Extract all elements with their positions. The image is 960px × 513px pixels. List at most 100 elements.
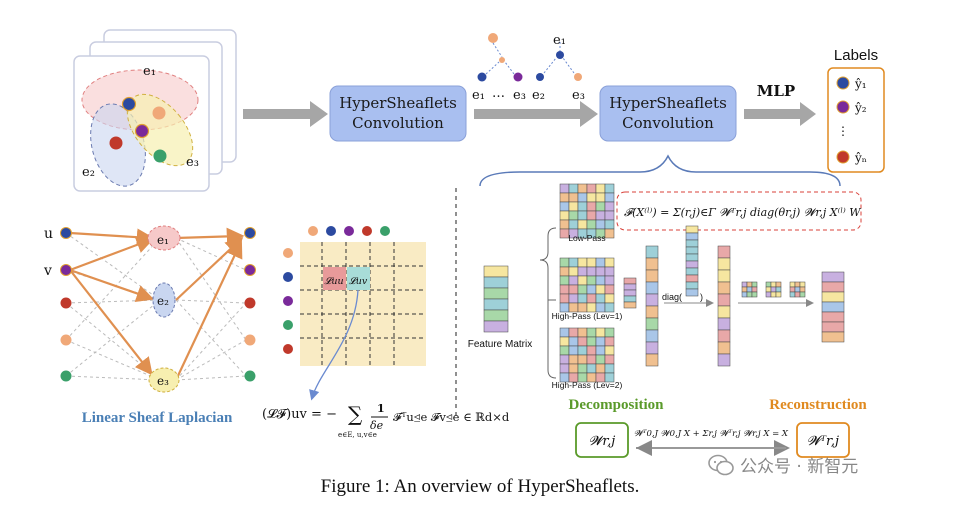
low-pass-cell [604,183,615,194]
small-graphs: e₁ … e₃ e₁ e₂ e₃ [472,33,585,103]
high-pass-2-cell [586,354,597,365]
lap-node-label: v [43,263,52,279]
output-column-cell [821,271,845,283]
hg-edge-label: e₂ [82,165,95,180]
low-pass-cell [577,210,588,221]
column-cell [645,353,659,367]
mini-grid-cell [794,281,801,288]
watermark-text: 公众号 · 新智元 [740,457,859,477]
high-pass-2-cell [604,345,615,356]
high-pass-1-cell [568,275,579,286]
low-pass-label: Low-Pass [568,233,605,243]
high-pass-2-cell [595,354,606,365]
small-graph-label: e₃ [572,88,585,103]
low-pass-cell [595,183,606,194]
high-pass-2-cell [577,363,588,374]
output-column-cell [821,321,845,333]
formula-rhs: 𝓕ᵀu⊴e 𝓕v⊴e ∈ ℝd×d [393,410,510,424]
low-pass-cell [595,201,606,212]
low-pass-cell [559,219,570,230]
low-pass-cell [595,219,606,230]
column-cell [685,225,699,234]
column-cell [685,281,699,290]
formula-frac-num: 1 [377,402,385,415]
labels-panel: Labels ŷ₁ ŷ₂ ⋮ ŷₙ [827,47,885,173]
mini-grid-cell [770,286,777,293]
high-pass-1-cell [586,266,597,277]
high-pass-1-cell [586,293,597,304]
flow-arrow [474,101,598,127]
high-pass-2-cell [586,327,597,338]
low-pass-cell [559,192,570,203]
mini-grid-cell [751,291,758,298]
mini-grid-cell [746,291,753,298]
hg-node-green [153,149,167,163]
feature-matrix-cell [483,320,509,333]
expand-brace [479,154,841,187]
diag-close: ) [700,292,703,302]
column-cell [645,341,659,355]
mini-grid-cell [751,281,758,288]
high-pass-2-cell [604,363,615,374]
mini-column-cell [623,289,637,297]
low-pass-cell [577,219,588,230]
conv-box-line2: Convolution [622,114,714,132]
high-pass-1-cell [586,257,597,268]
high-pass-1-cell [559,284,570,295]
high-pass-2-cell [604,336,615,347]
small-graph-label: e₂ [532,88,545,103]
high-pass-1-cell [577,293,588,304]
mini-grid-cell [789,286,796,293]
low-pass-cell [604,219,615,230]
high-pass-2-cell [586,363,597,374]
mini-grid-cell [746,286,753,293]
high-pass-1-cell [604,284,615,295]
labels-title: Labels [834,47,878,64]
high-pass-1-cell [568,266,579,277]
column-cell [717,281,731,295]
high-pass-1-cell [559,266,570,277]
column-cell [685,267,699,276]
low-pass-cell [577,201,588,212]
column-cell [717,245,731,259]
column-cell [685,232,699,241]
high-pass-1-cell [595,293,606,304]
low-pass-cell [568,192,579,203]
high-pass-2-cell [604,354,615,365]
low-pass-cell [586,219,597,230]
low-pass-cell [604,201,615,212]
high-pass-1-cell [586,275,597,286]
output-column-cell [821,281,845,293]
decomposition-label: Decomposition [569,397,665,413]
flow-arrow [243,101,328,127]
high-pass-1-cell [559,293,570,304]
high-pass-1-cell [559,275,570,286]
high-pass-1-cell [595,275,606,286]
high-pass-2-cell [568,363,579,374]
mini-grid-cell [775,291,782,298]
formula-sum-sub: e∈E, u,v∈e [338,431,377,439]
low-pass-cell [586,192,597,203]
column-cell [645,293,659,307]
mini-column-cell [623,301,637,309]
column-cell [645,281,659,295]
mini-grid-cell [799,281,806,288]
high-pass-2-cell [595,327,606,338]
low-pass-cell [586,201,597,212]
high-pass-2-cell [559,336,570,347]
high-pass-2-cell [559,354,570,365]
high-pass-2-cell [604,372,615,383]
formula-sum: ∑ [348,402,363,426]
output-column-cell [821,311,845,323]
column-cell [717,353,731,367]
conv-box-line1: HyperSheaflets [609,94,727,112]
low-pass-cell [586,183,597,194]
column-cell [685,274,699,283]
high-pass-1-cell [604,257,615,268]
low-pass-cell [595,192,606,203]
mini-grid-cell [789,281,796,288]
mini-grid-cell [746,281,753,288]
mini-grid-cell [765,291,772,298]
laplacian-title: Linear Sheaf Laplacian [82,410,233,426]
